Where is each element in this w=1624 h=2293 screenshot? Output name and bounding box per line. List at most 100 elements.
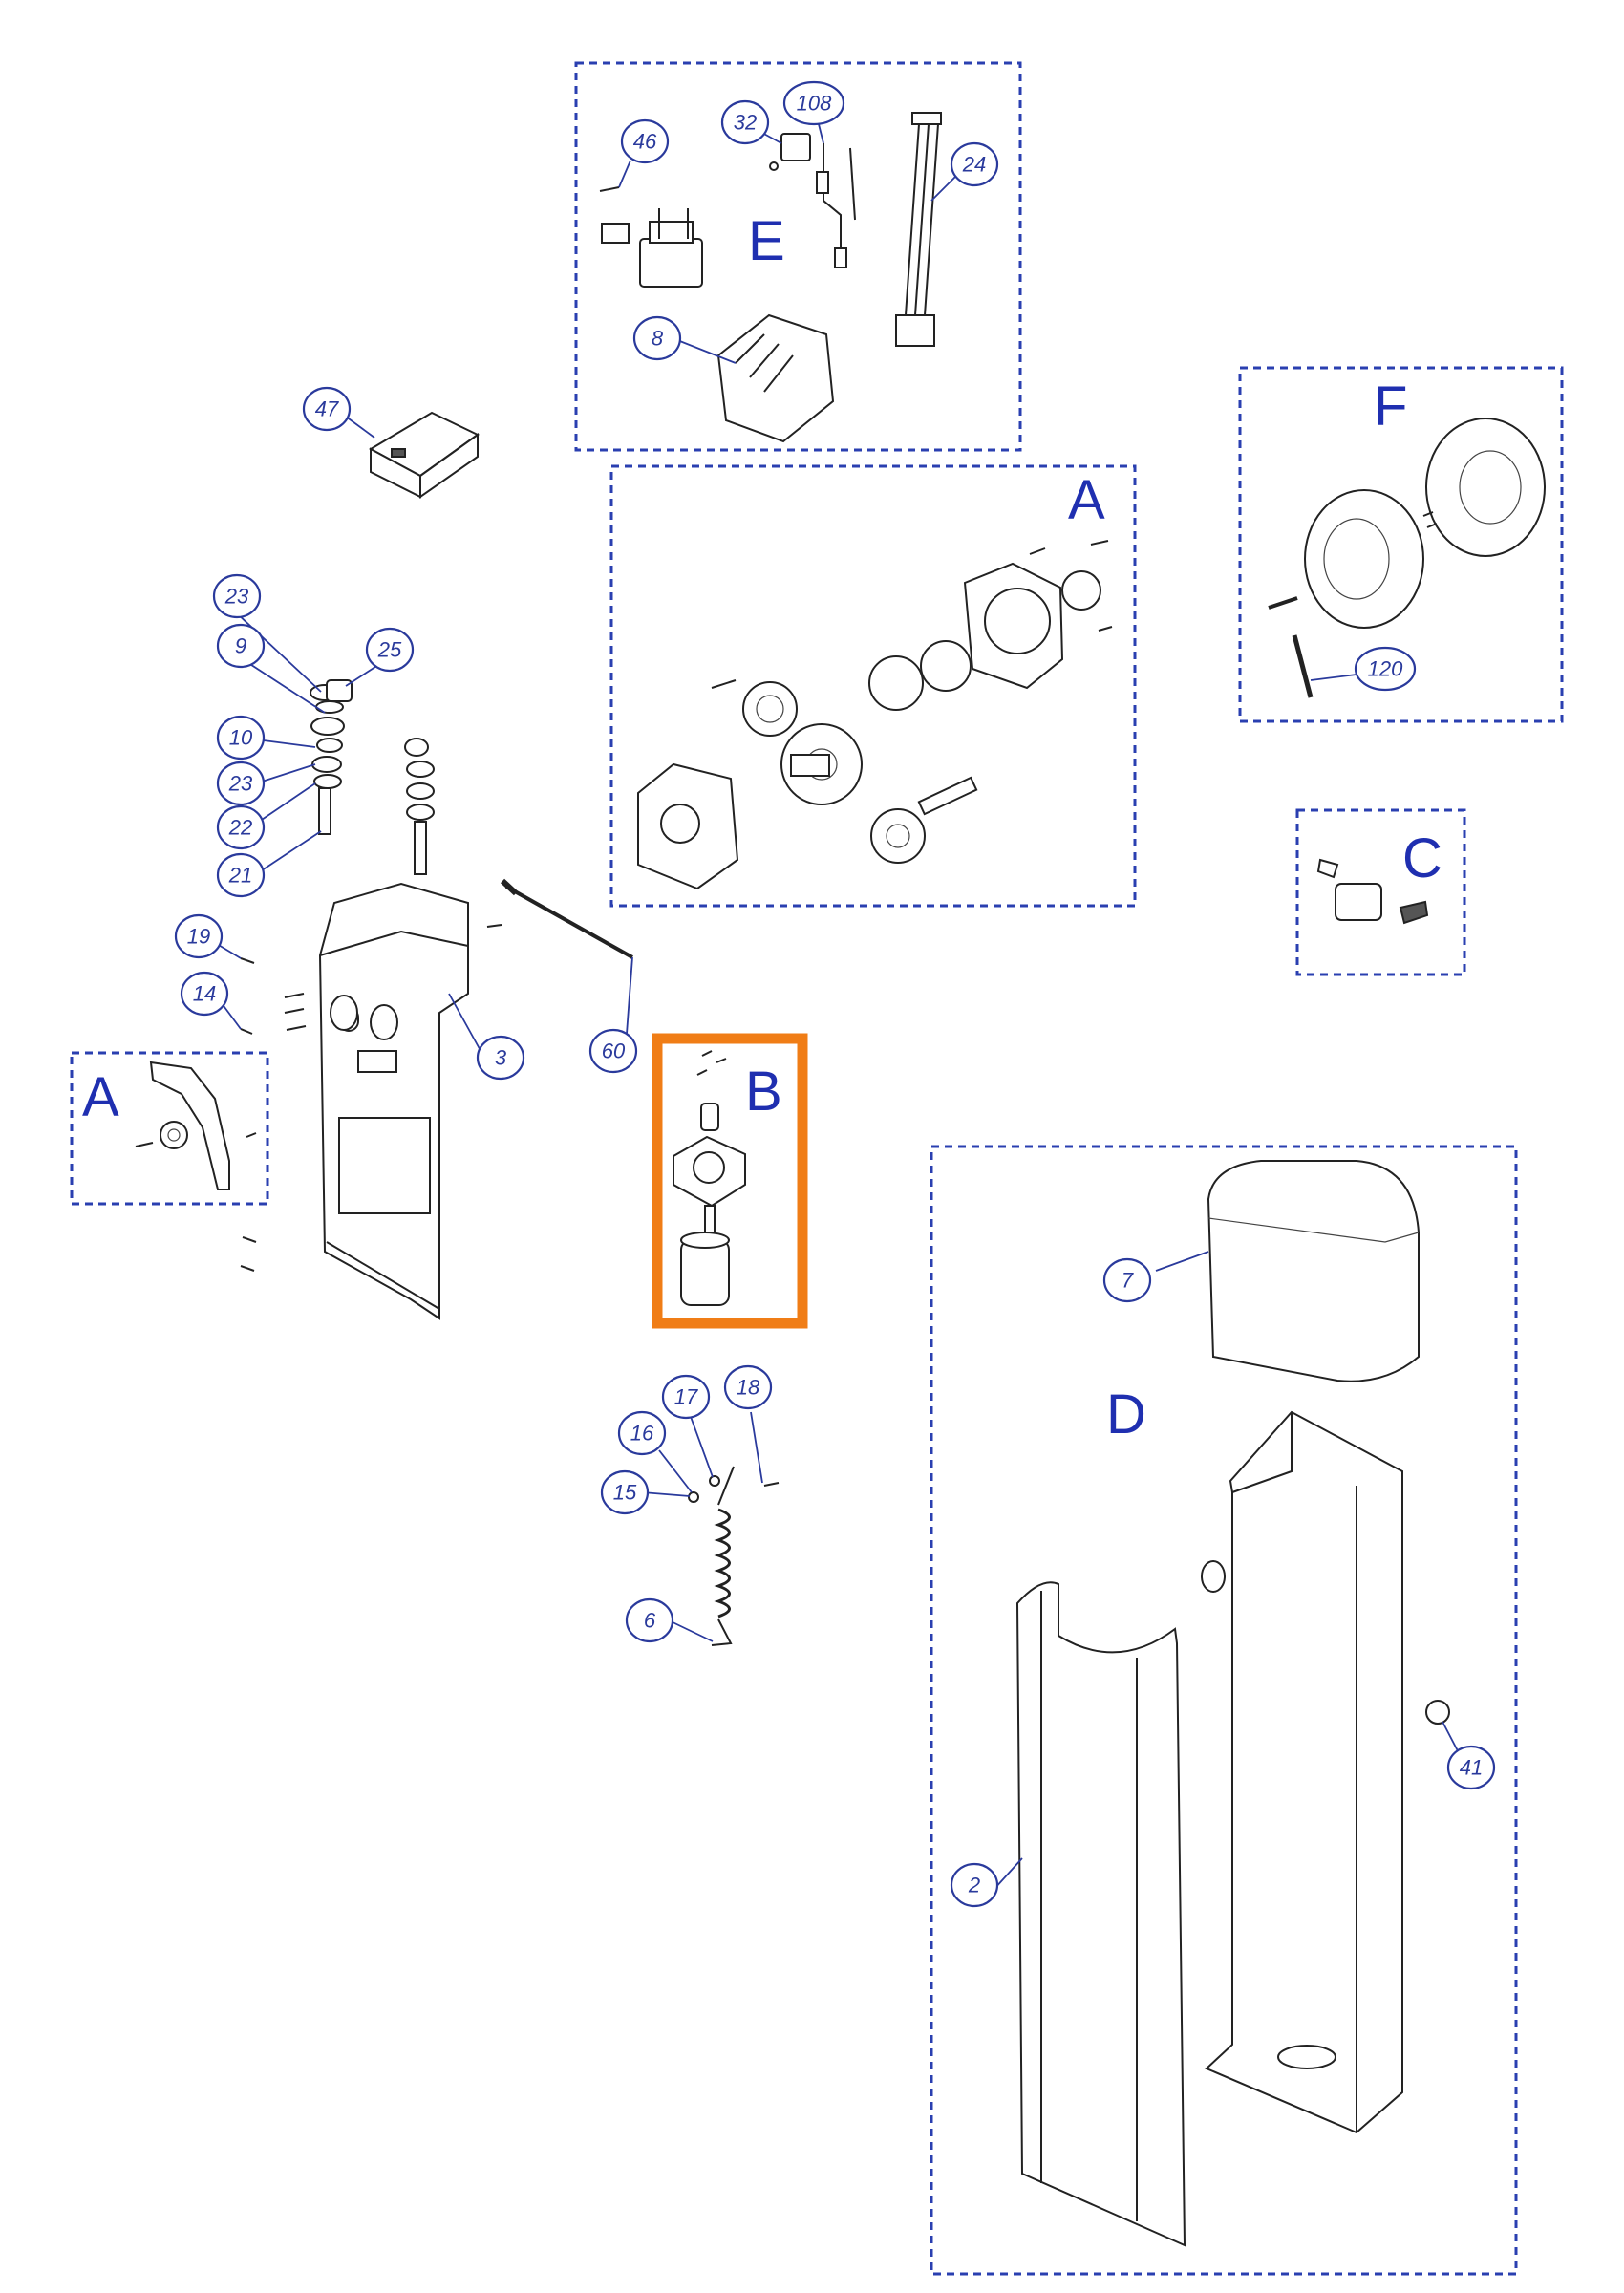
leader-23-mid xyxy=(255,763,316,784)
callout-41: 41 xyxy=(1446,1745,1496,1790)
callout-ring xyxy=(600,1469,650,1515)
rod-60-icon xyxy=(500,878,633,959)
callout-ring xyxy=(216,804,266,850)
leader-120 xyxy=(1310,674,1357,681)
callout-6: 6 xyxy=(625,1597,674,1643)
callout-label: 8 xyxy=(652,327,664,351)
leader-6 xyxy=(668,1619,714,1642)
leader-9 xyxy=(242,658,326,714)
callout-ring xyxy=(617,1410,667,1456)
cable-108-icon xyxy=(816,143,856,268)
callout-label: 19 xyxy=(187,925,210,949)
callout-47: 47 xyxy=(302,386,352,432)
group-box-b xyxy=(652,1033,808,1329)
callout-label: 15 xyxy=(613,1481,637,1505)
callout-ring xyxy=(950,1862,999,1908)
callout-ring xyxy=(174,913,224,959)
leader-18 xyxy=(750,1411,763,1484)
callout-label: 7 xyxy=(1122,1269,1134,1293)
leader-15 xyxy=(641,1491,691,1497)
callout-label: 9 xyxy=(235,634,246,658)
bearing-stack-icon xyxy=(310,679,353,835)
callout-23: 23 xyxy=(216,761,266,806)
callout-label: 16 xyxy=(630,1422,654,1446)
screws-bottom-icon xyxy=(240,1236,257,1272)
leader-46 xyxy=(618,160,631,188)
leader-21 xyxy=(255,830,322,875)
leader-25 xyxy=(345,664,379,687)
callout-ring xyxy=(216,761,266,806)
leader-60 xyxy=(626,956,633,1035)
callout-ring xyxy=(950,141,999,187)
motor-assembly-icon xyxy=(673,1050,746,1306)
spring-6-icon xyxy=(688,1466,780,1646)
callout-ring xyxy=(1102,1257,1152,1303)
group-box-f xyxy=(1238,366,1564,723)
callout-3: 3 xyxy=(476,1035,525,1081)
leader-47 xyxy=(345,416,375,439)
group-letter-a-small: A xyxy=(82,1066,119,1128)
callout-label: 3 xyxy=(495,1046,507,1070)
callout-ring xyxy=(365,627,415,673)
group-box-a-small xyxy=(70,1051,269,1206)
group-letter-c: C xyxy=(1402,827,1442,889)
callout-label: 32 xyxy=(734,111,757,135)
housing-icon xyxy=(1201,1410,1450,2134)
fuse-holder-icon xyxy=(769,133,811,171)
callout-label: 47 xyxy=(315,397,339,421)
cover-7-icon xyxy=(1207,1160,1420,1382)
leader-22 xyxy=(255,782,316,825)
callout-label: 21 xyxy=(228,864,252,888)
group-letter-f: F xyxy=(1374,375,1407,438)
gearbox-assembly-icon xyxy=(637,540,1113,890)
callout-label: 24 xyxy=(962,153,986,177)
callout-ring xyxy=(588,1028,638,1074)
leader-16 xyxy=(658,1449,693,1493)
group-letter-a-gearbox: A xyxy=(1068,469,1105,531)
callout-label: 120 xyxy=(1368,657,1403,681)
callout-23: 23 xyxy=(212,573,262,619)
screws-19-14-icon xyxy=(240,924,502,1035)
group-letter-b: B xyxy=(745,1061,782,1123)
callout-label: 25 xyxy=(377,638,402,662)
callout-24: 24 xyxy=(950,141,999,187)
callout-22: 22 xyxy=(216,804,266,850)
callout-ring xyxy=(476,1035,525,1081)
callout-ring xyxy=(661,1374,711,1420)
callout-ring xyxy=(632,315,682,361)
line-art-parts xyxy=(135,112,1546,2247)
callout-ring xyxy=(625,1597,674,1643)
spring-pivot-stack-icon xyxy=(404,738,435,875)
callout-label: 108 xyxy=(797,92,832,116)
callout-ring xyxy=(216,715,266,761)
callout-15: 15 xyxy=(600,1469,650,1515)
callout-120: 120 xyxy=(1354,646,1417,692)
callout-label: 22 xyxy=(228,816,252,840)
group-letter-d: D xyxy=(1106,1383,1146,1446)
callout-label: 60 xyxy=(602,1039,626,1063)
callout-ring xyxy=(216,852,266,898)
callout-2: 2 xyxy=(950,1862,999,1908)
callout-ring xyxy=(720,99,770,145)
side-panel-2-icon xyxy=(1015,1581,1186,2247)
group-box-a-gearbox xyxy=(609,464,1137,908)
callout-21: 21 xyxy=(216,852,266,898)
control-board-47-icon xyxy=(368,411,480,499)
lock-c-icon xyxy=(1316,858,1429,925)
leader-3 xyxy=(448,993,484,1057)
callout-ring xyxy=(1354,646,1417,692)
wiring-harness-24-icon xyxy=(895,112,942,347)
arm-bracket-icon xyxy=(135,1061,257,1190)
callout-25: 25 xyxy=(365,627,415,673)
callout-label: 10 xyxy=(229,726,253,750)
callout-16: 16 xyxy=(617,1410,667,1456)
callout-19: 19 xyxy=(174,913,224,959)
callout-18: 18 xyxy=(723,1364,773,1410)
group-box-c xyxy=(1295,808,1466,976)
base-plate-3-icon xyxy=(318,882,469,1320)
group-letter-e: E xyxy=(748,210,785,272)
leader-14 xyxy=(221,1002,242,1030)
callout-ring xyxy=(216,623,266,669)
callout-label: 14 xyxy=(193,982,216,1006)
callout-label: 2 xyxy=(968,1874,980,1897)
